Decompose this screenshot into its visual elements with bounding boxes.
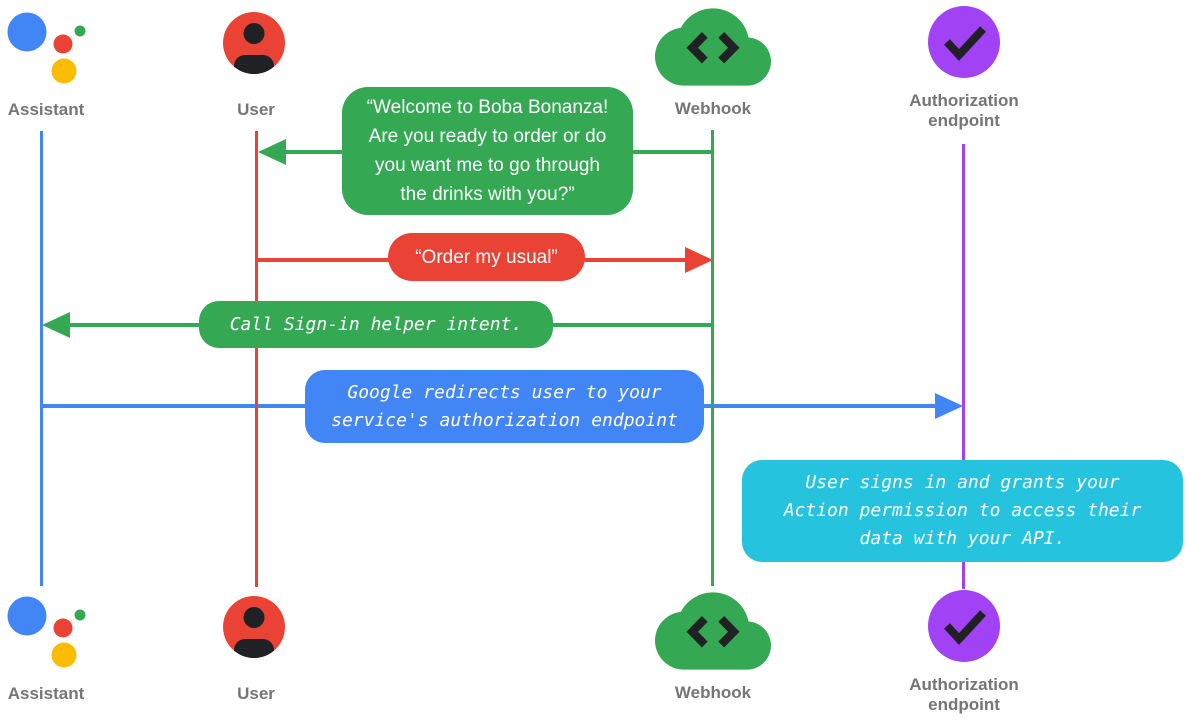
grant-message-bubble: User signs in and grants your Action per… — [742, 460, 1183, 562]
auth-label-line1: Authorization — [909, 91, 1019, 110]
authorization-endpoint-label-bottom: Authorization endpoint — [879, 675, 1049, 715]
redirect-arrowhead-right-icon — [935, 393, 963, 419]
signin-text: Call Sign-in helper intent. — [229, 313, 523, 335]
webhook-label-top: Webhook — [674, 99, 752, 118]
welcome-line-2: Are you ready to order or do — [368, 126, 607, 147]
grant-line-1: User signs in and grants your — [805, 472, 1120, 493]
signin-arrowhead-left-icon — [42, 312, 70, 338]
welcome-line-4: the drinks with you?” — [400, 184, 575, 205]
user-icon — [223, 12, 285, 74]
user-label-bottom: User — [237, 684, 275, 703]
welcome-message-bubble: “Welcome to Boba Bonanza! Are you ready … — [342, 87, 633, 215]
assistant-label-bottom: Assistant — [7, 684, 85, 703]
authorization-endpoint-label-top: Authorization endpoint — [879, 91, 1049, 131]
webhook-lifeline — [711, 130, 714, 586]
authorization-endpoint-lifeline — [962, 144, 965, 589]
assistant-icon-bottom — [7, 596, 86, 668]
redirect-line-2: service's authorization endpoint — [331, 409, 678, 431]
auth-label-line2: endpoint — [928, 111, 1000, 130]
redirect-line-1: Google redirects user to your — [347, 381, 662, 403]
user-icon-bottom — [223, 596, 285, 658]
welcome-line-1: “Welcome to Boba Bonanza! — [366, 97, 609, 118]
grant-line-2: Action permission to access their — [783, 500, 1142, 521]
signin-message-bubble: Call Sign-in helper intent. — [199, 301, 553, 348]
grant-line-3: data with your API. — [859, 528, 1066, 549]
auth-label-line1-bottom: Authorization — [909, 675, 1019, 694]
welcome-arrowhead-left-icon — [258, 139, 286, 165]
order-arrowhead-right-icon — [685, 247, 713, 273]
assistant-icon — [7, 12, 86, 84]
webhook-label-bottom: Webhook — [674, 683, 752, 702]
order-text: “Order my usual” — [415, 246, 558, 268]
assistant-label-top: Assistant — [7, 100, 85, 119]
welcome-line-3: you want me to go through — [375, 155, 600, 176]
authorization-endpoint-icon-bottom — [928, 590, 1000, 662]
authorization-endpoint-icon — [928, 6, 1000, 78]
user-lifeline — [255, 131, 258, 587]
order-message-bubble: “Order my usual” — [388, 233, 585, 281]
auth-label-line2-bottom: endpoint — [928, 695, 1000, 714]
redirect-message-bubble: Google redirects user to your service's … — [305, 370, 704, 443]
assistant-lifeline — [40, 131, 43, 586]
webhook-icon-bottom — [655, 592, 771, 670]
webhook-icon — [655, 8, 771, 86]
user-label-top: User — [237, 100, 275, 119]
